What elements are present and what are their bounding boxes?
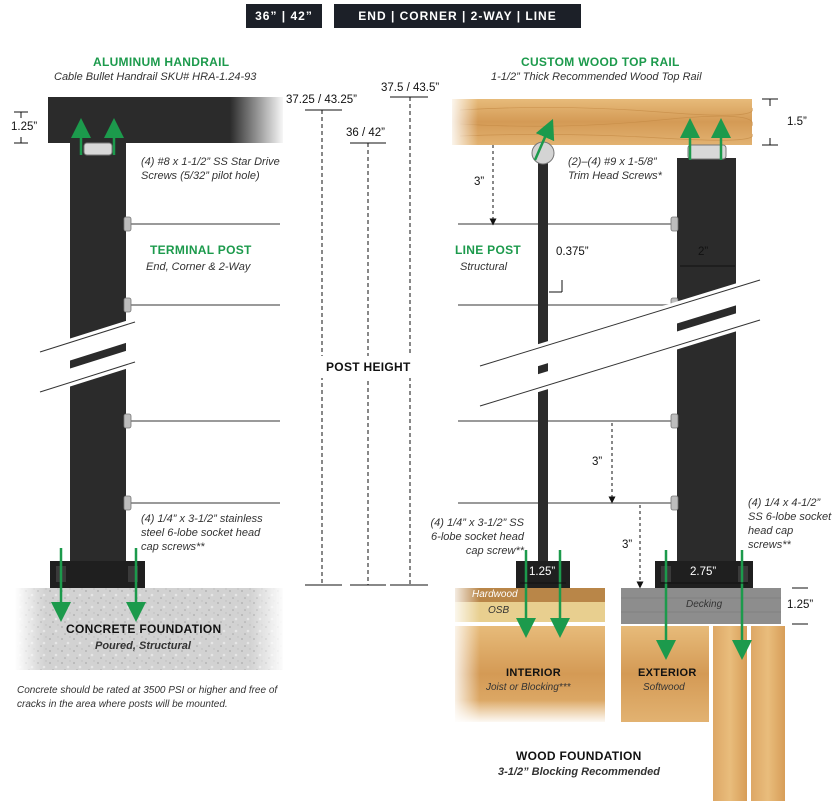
trim-screws-note: (2)–(4) #9 x 1-5/8” Trim Head Screws* — [568, 156, 662, 182]
left-assembly — [14, 97, 285, 670]
spacing-low: 3” — [622, 539, 633, 551]
cables-right — [458, 223, 676, 504]
line-base-width: 1.25” — [529, 566, 556, 578]
post-types-tag: END | CORNER | 2-WAY | LINE — [334, 4, 581, 28]
terminal-base-width: 2.75” — [690, 566, 717, 578]
wood-foundation-subtitle: 3-1/2” Blocking Recommended — [498, 766, 660, 778]
line-base-screws-note: (4) 1/4” x 3-1/2” SS 6-lobe socket head … — [430, 517, 524, 557]
terminal-post-right — [677, 158, 736, 561]
right-base-screws-note: (4) 1/4 x 4-1/2” SS 6-lobe socket head c… — [748, 497, 832, 551]
decking-label: Decking — [686, 599, 723, 610]
concrete-foundation-title: CONCRETE FOUNDATION — [66, 622, 222, 636]
dim-36-42: 36 / 42” — [346, 127, 385, 139]
concrete-foundation — [15, 588, 283, 670]
blocking-right — [751, 626, 785, 801]
spacing-mid: 3” — [592, 456, 603, 468]
terminal-post-subtitle: End, Corner & 2-Way — [146, 261, 251, 273]
line-post-width: 0.375” — [556, 246, 589, 258]
dim-37-25: 37.25 / 43.25” — [286, 94, 357, 106]
exterior-subtitle: Softwood — [643, 682, 685, 693]
interior-title: INTERIOR — [506, 667, 561, 679]
cables-left — [130, 223, 280, 504]
post-height-dimensions — [305, 96, 428, 586]
line-post-title: LINE POST — [455, 243, 522, 257]
wood-foundation-title: WOOD FOUNDATION — [516, 749, 642, 763]
right-rail-height: 1.5” — [787, 116, 807, 128]
hardwood-layer — [455, 588, 605, 602]
right-subtitle: 1-1/2” Thick Recommended Wood Top Rail — [491, 71, 702, 83]
right-assembly — [448, 98, 808, 801]
wood-top-rail — [452, 99, 752, 145]
hardwood-label: Hardwood — [472, 589, 518, 600]
concrete-foundation-subtitle: Poured, Structural — [95, 640, 191, 652]
left-base-screws-note: (4) 1/4” x 3-1/2” stainless steel 6-lobe… — [141, 513, 263, 553]
left-top-screws-note: (4) #8 x 1-1/2” SS Star Drive Screws (5/… — [141, 156, 280, 182]
blocking-left — [713, 626, 747, 801]
osb-label: OSB — [488, 605, 510, 616]
left-title: ALUMINUM HANDRAIL — [93, 55, 230, 69]
left-subtitle: Cable Bullet Handrail SKU# HRA-1.24-93 — [54, 71, 257, 83]
exterior-title: EXTERIOR — [638, 667, 697, 679]
concrete-note: Concrete should be rated at 3500 PSI or … — [17, 685, 278, 710]
spacing-top: 3” — [474, 176, 485, 188]
post-height-label: POST HEIGHT — [326, 360, 411, 374]
decking-layer — [621, 588, 781, 624]
post-width: 2” — [698, 246, 709, 258]
line-post-subtitle: Structural — [460, 261, 508, 273]
decking-height: 1.25” — [787, 599, 814, 611]
left-rail-height: 1.25” — [11, 121, 38, 133]
right-title: CUSTOM WOOD TOP RAIL — [521, 55, 680, 69]
interior-subtitle: Joist or Blocking*** — [486, 682, 571, 693]
osb-layer — [455, 602, 605, 622]
terminal-post-title: TERMINAL POST — [150, 243, 252, 257]
height-options-tag: 36” | 42” — [246, 4, 322, 28]
dim-37-5: 37.5 / 43.5” — [381, 82, 440, 94]
